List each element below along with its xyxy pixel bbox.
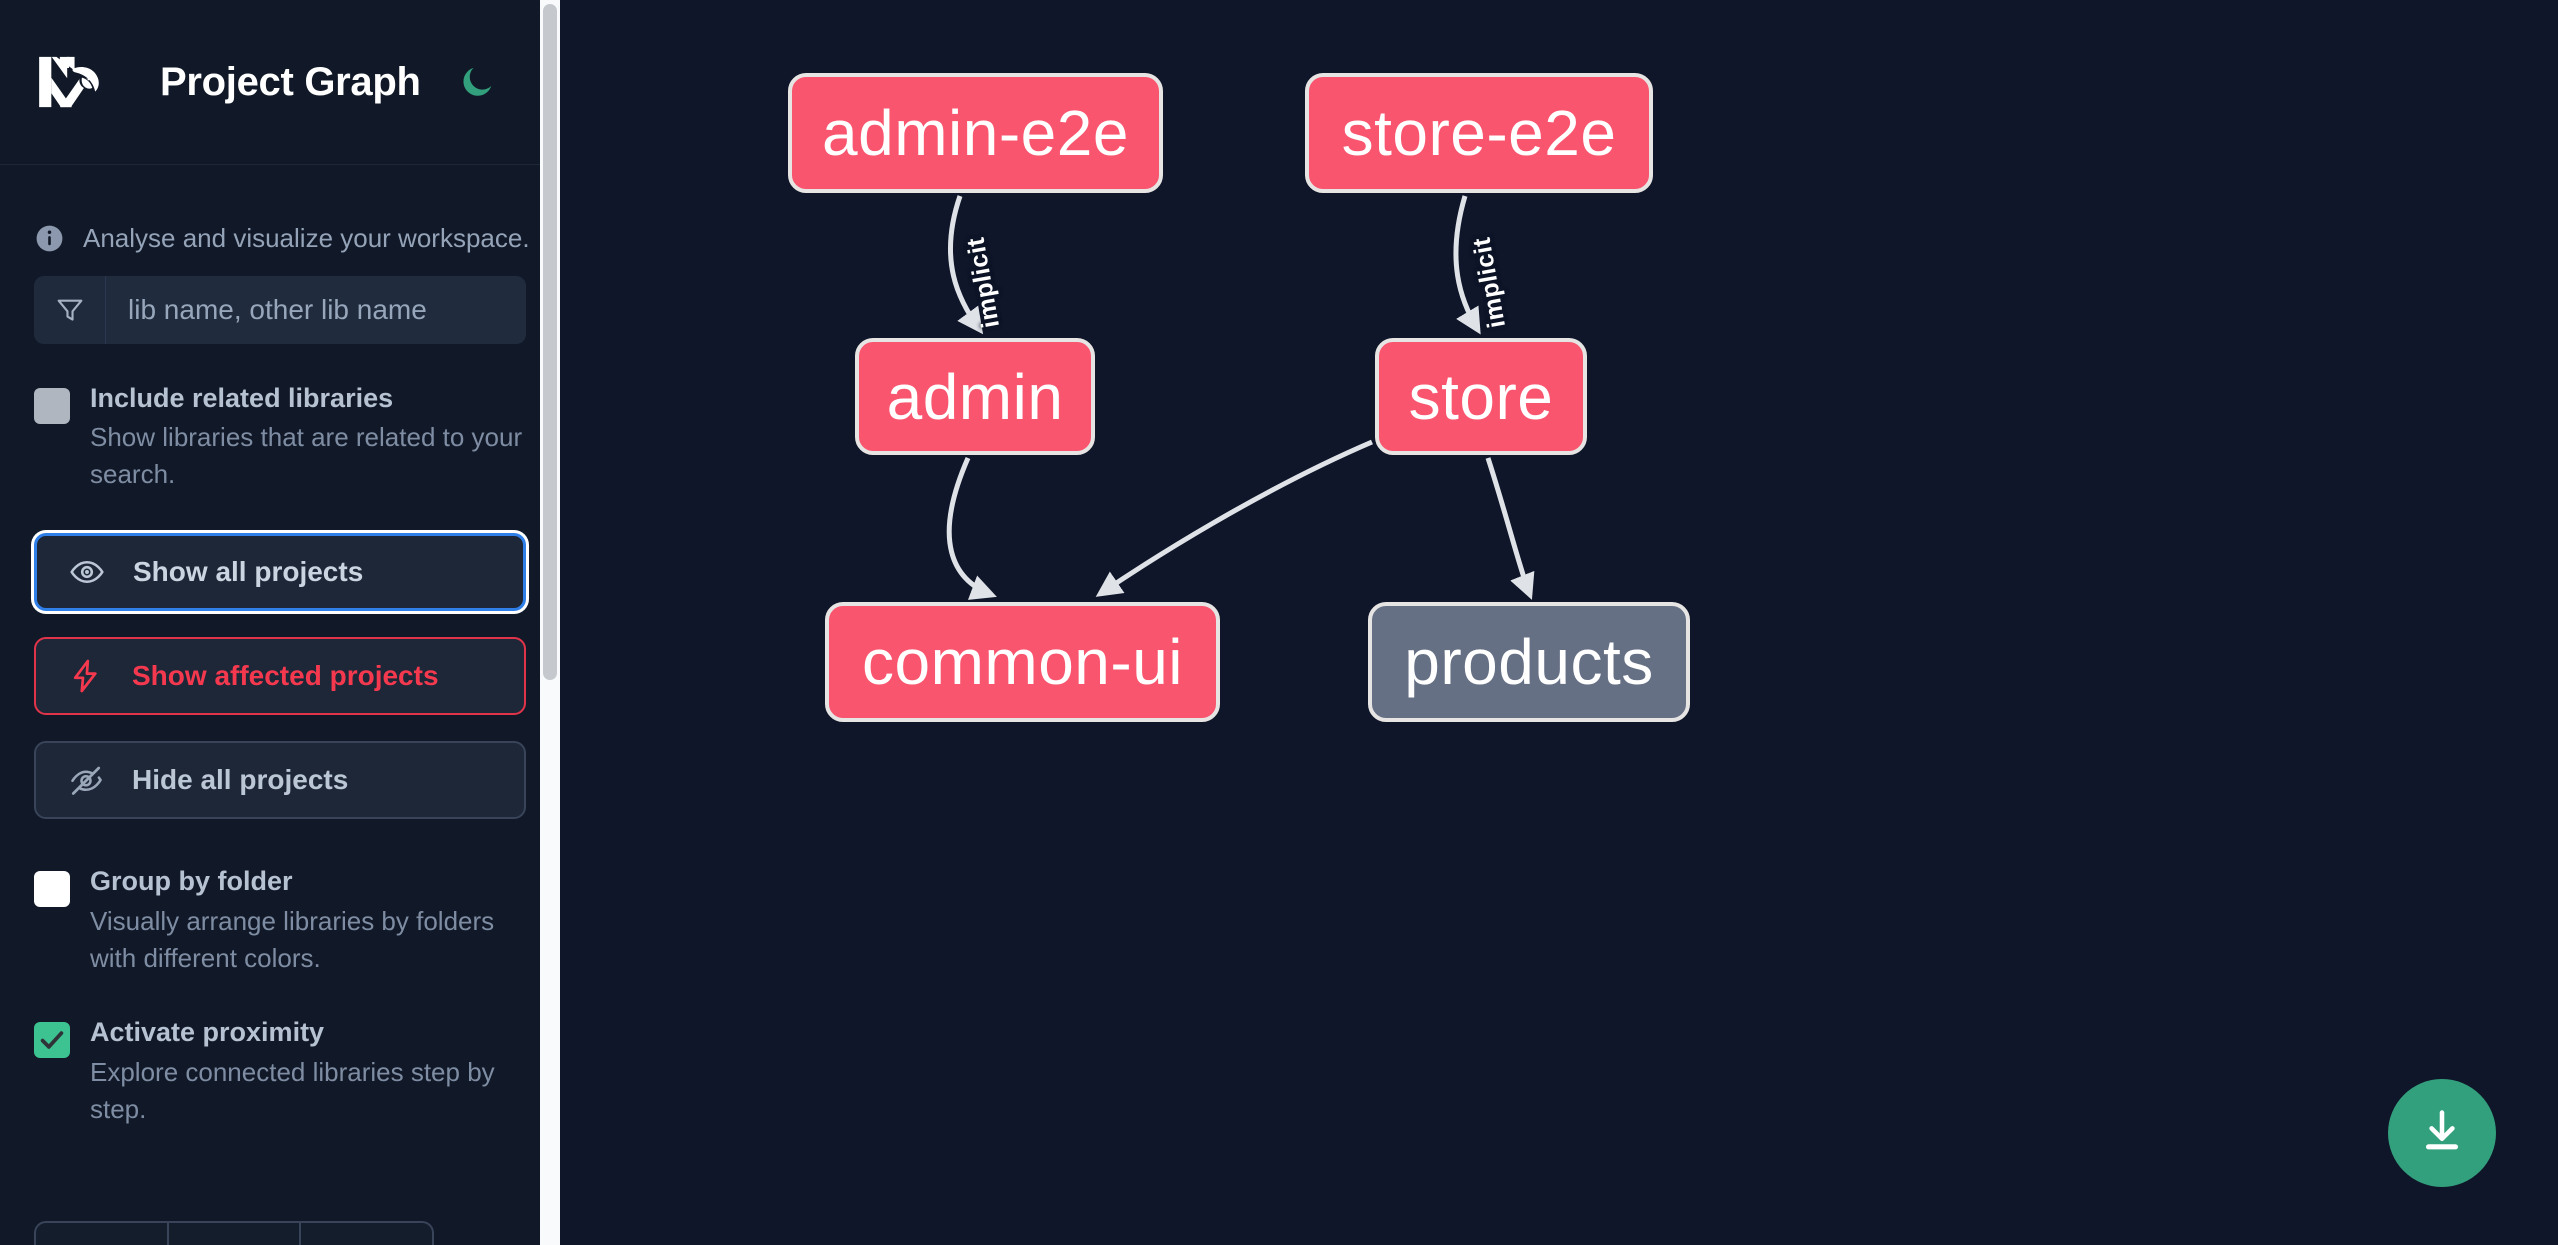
tagline-text: Analyse and visualize your workspace. [83,222,530,253]
download-graph-button[interactable] [2388,1079,2496,1187]
graph-node-label: admin-e2e [822,97,1129,169]
graph-node-admin[interactable]: admin [855,338,1095,455]
checkbox-description-activate-proximity: Explore connected libraries step by step… [90,1056,495,1124]
show-all-projects-button[interactable]: Show all projects [34,533,526,612]
search-input[interactable] [106,276,526,344]
edge-admin-to-common-ui [946,456,997,600]
sidebar-body: Analyse and visualize your workspace. In… [0,165,560,1128]
checkbox-label-include-related-libraries: Include related libraries [90,383,394,413]
edge-store-to-common-ui [1095,439,1373,597]
sidebar: Project Graph Analyse and visualize your… [0,0,560,1245]
sidebar-scrollbar-thumb[interactable] [543,4,557,680]
hide-all-projects-label: Hide all projects [132,764,349,796]
graph-node-common-ui[interactable]: common-ui [825,602,1220,722]
graph-node-store[interactable]: store [1375,338,1587,455]
eye-icon [67,552,107,592]
graph-node-admin-e2e[interactable]: admin-e2e [788,73,1163,193]
checkbox-activate-proximity[interactable] [34,1022,70,1059]
show-affected-projects-button[interactable]: Show affected projects [34,637,526,716]
show-affected-projects-label: Show affected projects [132,660,439,692]
edge-admin-e2e-to-admin [947,195,984,335]
checkbox-row-include-related-libraries[interactable]: Include related libraries Show libraries… [34,382,526,493]
checkbox-description-group-by-folder: Visually arrange libraries by folders wi… [90,905,495,973]
theme-toggle-moon-icon[interactable] [455,60,499,104]
hide-all-projects-button[interactable]: Hide all projects [34,741,526,820]
lightning-icon [66,656,106,696]
graph-edges-layer [946,195,1535,600]
graph-node-label: store-e2e [1341,97,1617,169]
checkbox-label-activate-proximity: Activate proximity [90,1017,325,1048]
graph-node-products[interactable]: products [1368,602,1690,722]
checkbox-description-include-related-libraries: Show libraries that are related to your … [90,422,523,490]
eye-slash-icon [66,760,106,800]
search-filter-field[interactable] [34,276,526,344]
graph-node-label: admin [886,360,1064,433]
info-icon [34,223,65,254]
edge-store-to-products [1485,457,1535,600]
download-icon [2416,1105,2468,1162]
graph-node-label: common-ui [861,626,1184,698]
sidebar-header: Project Graph [0,0,560,165]
nx-logo-icon [34,51,124,113]
edge-store-e2e-to-store [1453,195,1481,335]
graph-node-store-e2e[interactable]: store-e2e [1305,73,1653,193]
proximity-stepper-decrease[interactable] [36,1223,169,1245]
graph-node-label: products [1404,626,1654,698]
proximity-stepper-value[interactable] [169,1223,302,1245]
checkbox-label-group-by-folder: Group by folder [90,866,293,897]
show-all-projects-label: Show all projects [133,556,364,588]
app-title: Project Graph [160,59,421,104]
checkbox-include-related-libraries[interactable] [34,388,70,424]
sidebar-scrollbar-track[interactable] [540,0,560,1245]
tagline-row: Analyse and visualize your workspace. [34,165,530,268]
graph-canvas[interactable]: admin-e2e store-e2e admin store common-ui pro… [560,0,2558,1245]
proximity-stepper-increase[interactable] [301,1223,432,1245]
checkbox-group-by-folder[interactable] [34,871,70,908]
checkbox-row-group-by-folder[interactable]: Group by folder Visually arrange librari… [34,865,526,976]
checkbox-row-activate-proximity[interactable]: Activate proximity Explore connected lib… [34,1016,526,1127]
graph-node-label: store [1408,360,1554,433]
proximity-stepper-control[interactable] [34,1221,434,1245]
filter-funnel-icon [34,276,106,344]
